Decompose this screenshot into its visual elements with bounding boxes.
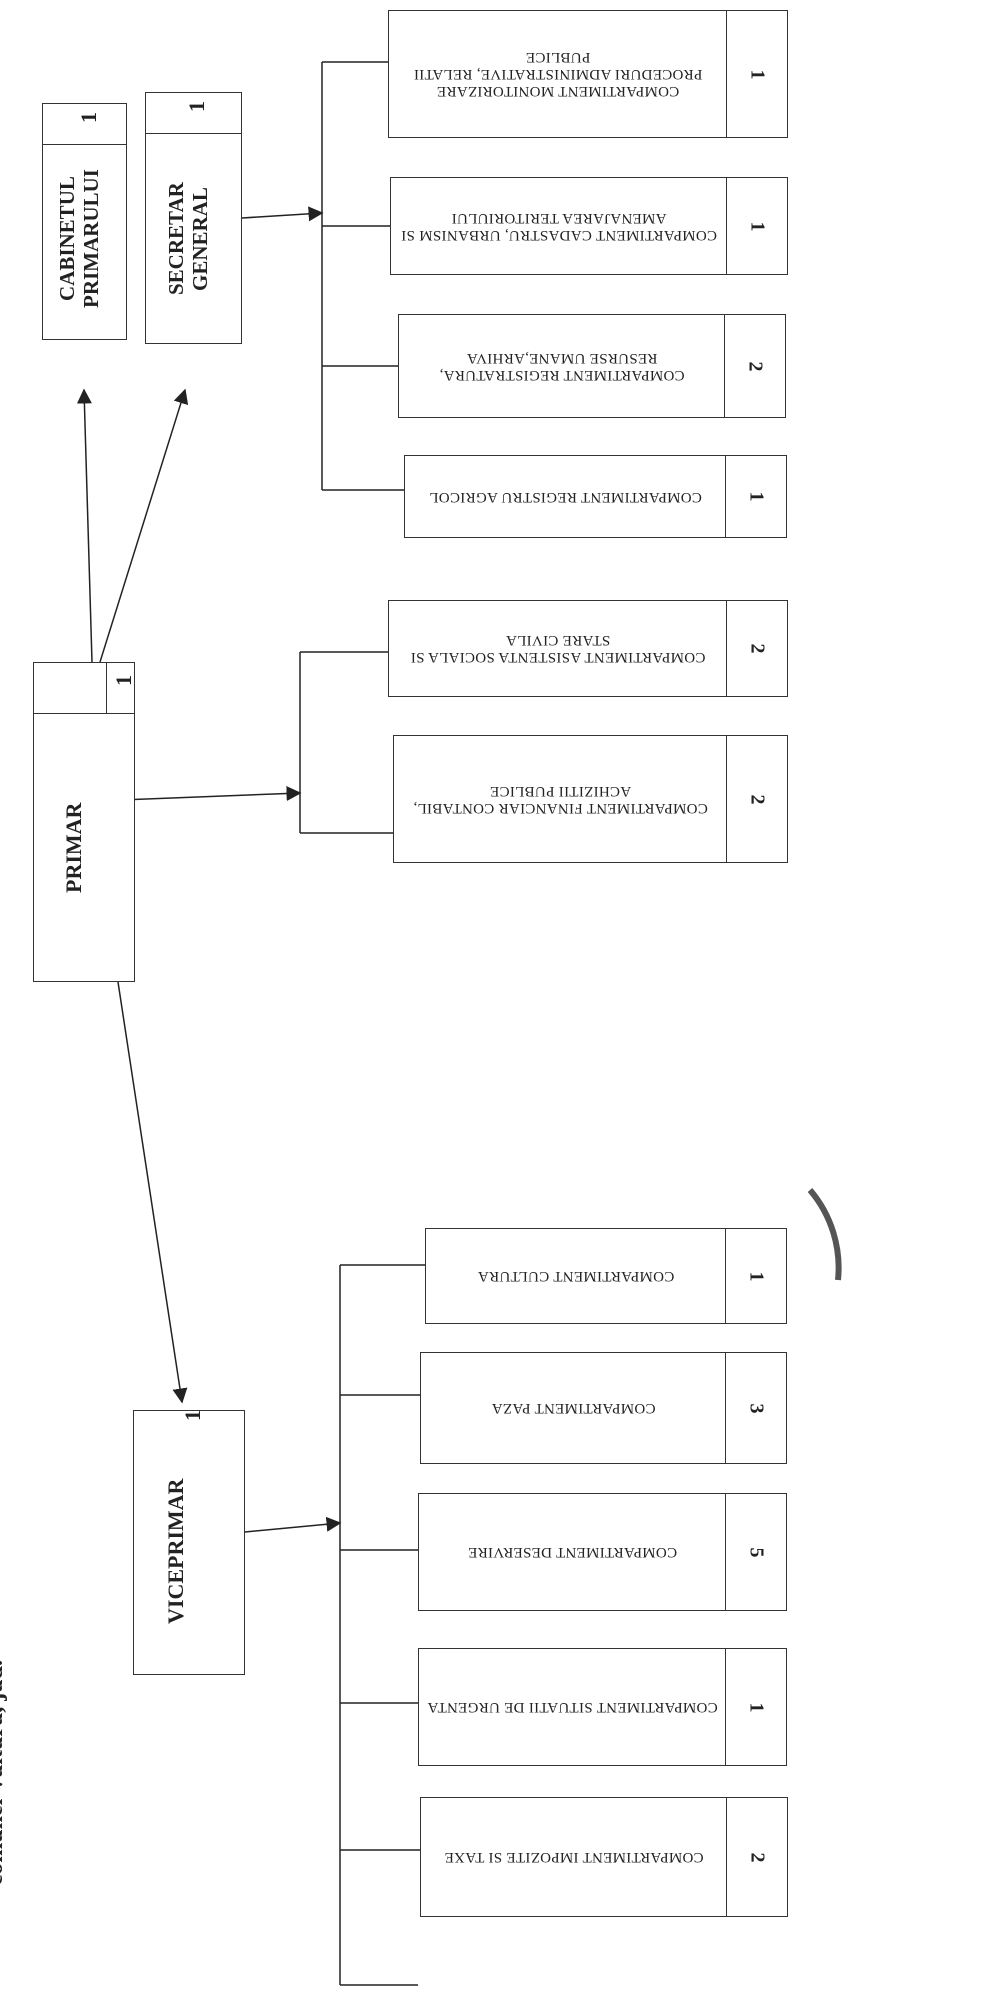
dept-registratura: COMPARTIMENT REGISTRATURA, RESURSE UMANE… [398,314,786,418]
dept-count: 2 [724,315,785,417]
primar-box: 1 PRIMAR [33,662,136,982]
arrow-to-secretar [99,388,189,663]
dept-deservire: COMPARTIMENT DESERVIRE 5 [418,1493,787,1611]
primar-count: 1 [111,675,136,686]
dept-count: 2 [726,736,787,862]
dept-cultura: COMPARTIMENT CULTURA 1 [425,1228,787,1324]
dept-name: COMPARTIMENT REGISTRU AGRICOL [429,489,702,505]
dept-name: COMPARTIMENT REGISTRATURA, RESURSE UMANE… [439,350,685,383]
dept-cadastru: COMPARTIMENT CADASTRU, URBANISM SI AMENA… [390,177,788,275]
cabinet-box: CABINETUL PRIMARULUI 1 [42,103,127,340]
dept-count: 3 [725,1353,786,1463]
cabinet-count: 1 [76,112,101,123]
dept-count: 1 [725,456,786,537]
arrow-primar-bracket [119,786,302,802]
dept-name: COMPARTIMENT PAZA [491,1400,656,1417]
dept-name: COMPARTIMENT ASISTENTA SOCIALA SI STARE … [410,632,706,666]
secretar-count: 1 [184,101,209,112]
arrow-to-cabinet [76,388,93,663]
dept-name: COMPARTIMENT FINANCIAR CONTABIL, ACHIZIT… [413,783,708,816]
dept-name: COMPARTIMENT MONITORIZARE PROCEDURI ADMI… [413,49,703,100]
cabinet-label: CABINETUL PRIMARULUI [55,169,103,309]
dept-monitorizare: COMPARTIMENT MONITORIZARE PROCEDURI ADMI… [388,10,788,138]
secretar-label: SECRETAR GENERAL [164,182,212,296]
seal-arc [807,1188,842,1281]
arrow-secretar-bracket [241,206,324,222]
dept-count: 1 [726,11,787,137]
primar-label: PRIMAR [61,802,86,894]
viceprimar-count: 1 [180,1410,205,1421]
dept-name: COMPARTIMENT IMPOZITE SI TAXE [444,1849,704,1866]
dept-registru-agricol: COMPARTIMENT REGISTRU AGRICOL 1 [404,455,787,538]
dept-name: COMPARTIMENT DESERVIRE [467,1544,678,1561]
arrow-viceprimar-bracket [244,1516,342,1533]
arrow-to-viceprimar [117,981,188,1404]
dept-paza: COMPARTIMENT PAZA 3 [420,1352,787,1464]
dept-count: 5 [725,1494,786,1610]
dept-name: COMPARTIMENT SITUATII DE URGENTA [427,1699,718,1716]
dept-name: COMPARTIMENT CADASTRU, URBANISM SI AMENA… [400,210,718,243]
dept-count: 2 [726,601,787,696]
viceprimar-box: VICEPRIMAR [133,1410,245,1675]
dept-count: 1 [726,178,787,274]
dept-count: 1 [725,1649,786,1765]
dept-count: 2 [726,1798,787,1916]
dept-financiar: COMPARTIMENT FINANCIAR CONTABIL, ACHIZIT… [393,735,788,863]
secretar-box: SECRETAR GENERAL 1 [145,92,242,344]
dept-asistenta-sociala: COMPARTIMENT ASISTENTA SOCIALA SI STARE … [388,600,788,697]
dept-situatii-urgenta: COMPARTIMENT SITUATII DE URGENTA 1 [418,1648,787,1766]
dept-impozite-taxe: COMPARTIMENT IMPOZITE SI TAXE 2 [420,1797,788,1917]
page-title-partial: comunei Vulturu, jud. [0,1660,8,1886]
dept-count: 1 [725,1229,786,1323]
viceprimar-label: VICEPRIMAR [163,1478,188,1624]
dept-name: COMPARTIMENT CULTURA [477,1268,675,1285]
